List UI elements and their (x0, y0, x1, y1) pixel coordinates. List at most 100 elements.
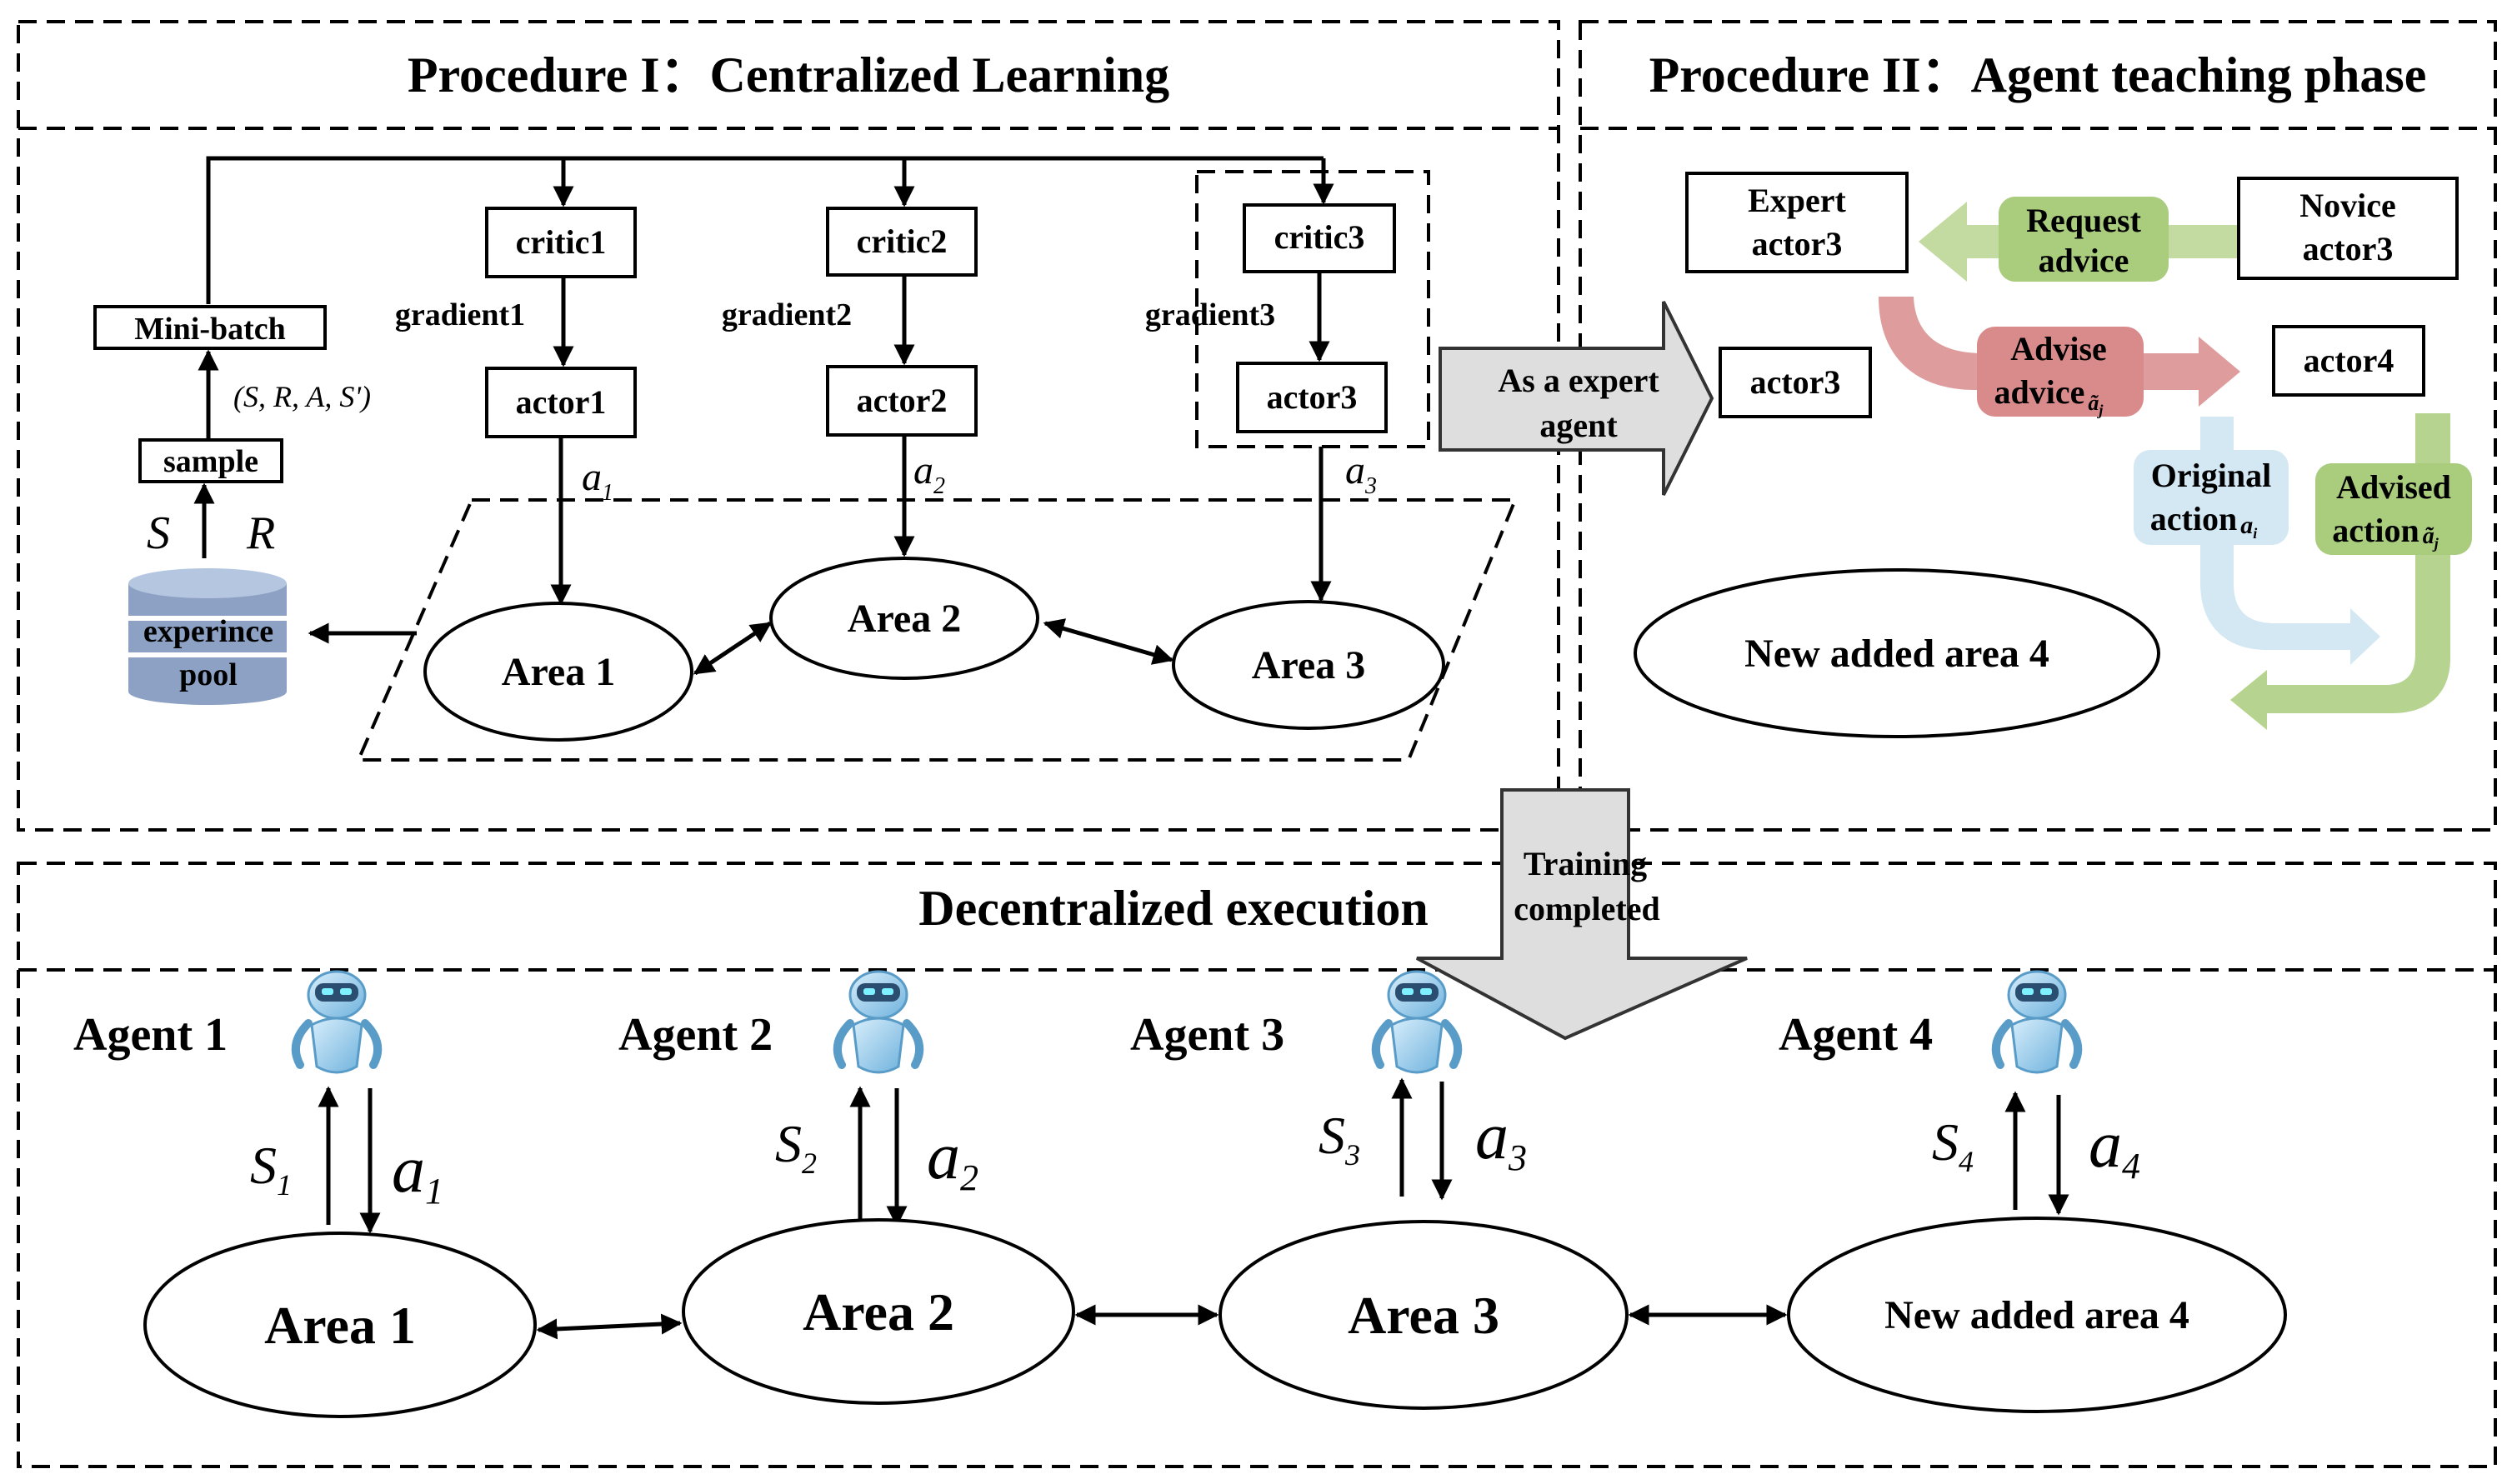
agent4-robot-icon (1996, 972, 2078, 1072)
proc1-area1 (423, 602, 693, 742)
agent2-action-label: a2 (927, 1120, 978, 1198)
tuple-label: (S, R, A, S') (233, 380, 371, 413)
agent1-robot-icon (296, 972, 378, 1072)
agent4-label: Agent 4 (1779, 1009, 1933, 1061)
experience-pool-icon (128, 568, 287, 705)
exec-area2 (682, 1218, 1075, 1405)
feedback-line (206, 156, 1324, 304)
actor2-box (826, 365, 978, 437)
agent2-label: Agent 2 (618, 1009, 773, 1061)
action1-label: a1 (582, 455, 613, 506)
actor4-label: actor4 (2304, 342, 2394, 379)
novice-actor3-box (2237, 177, 2459, 280)
action2-label: a2 (913, 448, 945, 499)
advise-badge (1977, 327, 2144, 417)
proc2-new-area4-label: New added area 4 (1744, 632, 2049, 676)
critic3-label: critic3 (1274, 218, 1365, 256)
exec-area3-label: Area 3 (1348, 1286, 1499, 1345)
gradient1-label: gradient1 (395, 297, 525, 332)
novice-label-line1: Novice (2299, 187, 2396, 224)
procedure-two-panel: Procedure II：Agent teaching phase Reques… (1579, 20, 2497, 832)
sample-label: sample (163, 444, 258, 479)
expert-arrow-line2: agent (1539, 407, 1618, 444)
exec-area1-label: Area 1 (264, 1296, 416, 1355)
agent4-action-label: a4 (2089, 1108, 2140, 1187)
critic2-box (826, 207, 978, 277)
as-expert-agent-arrow: As a expert agent (1439, 301, 1714, 496)
exec-area1-area2-link (536, 1313, 683, 1340)
execution-panel: Decentralized execution Agent 1 Agent 2 … (17, 862, 2497, 1468)
actor2-label: actor2 (857, 382, 948, 419)
pool-label-line2: pool (179, 657, 238, 692)
agent3-robot-icon (1376, 972, 1458, 1072)
pool-label-line1: experince (143, 614, 273, 649)
actor1-label: actor1 (516, 383, 607, 421)
advise-label-line1: Advise (2010, 330, 2107, 367)
request-advice-badge (1999, 197, 2169, 282)
received-actor3-label: actor3 (1750, 363, 1841, 401)
actor4-box (2272, 325, 2425, 397)
actor3-box (1236, 362, 1388, 433)
advise-arrow (1879, 297, 2240, 407)
agent4-state-label: S4 (1932, 1112, 1974, 1178)
request-label-line1: Request (2026, 202, 2141, 239)
agent3-action-label: a3 (1475, 1100, 1527, 1178)
expert-actor3-box (1685, 172, 1909, 273)
expert-arrow-line1: As a expert (1498, 362, 1659, 399)
procedure-one-panel: Procedure I：Centralized Learning critic1… (17, 20, 1560, 832)
advised-label-line1: Advised (2336, 468, 2451, 506)
expert-label-line2: actor3 (1752, 225, 1843, 262)
agent2-state-label: S2 (775, 1114, 817, 1180)
critic1-label: critic1 (516, 223, 607, 261)
exec-area1 (143, 1232, 537, 1418)
area2-area3-link (1043, 618, 1174, 665)
r-label: R (246, 507, 275, 559)
exec-new-area4 (1787, 1217, 2287, 1413)
proc1-area2 (769, 557, 1039, 680)
exec-area3 (1218, 1220, 1629, 1410)
agent1-state-label: S1 (250, 1136, 292, 1202)
area1-area2-link (693, 621, 773, 676)
gradient3-label: gradient3 (1145, 297, 1275, 332)
agent2-robot-icon (838, 972, 919, 1072)
original-action-arrow (2200, 417, 2380, 665)
agent1-action-label: a1 (392, 1133, 443, 1212)
sample-box (138, 438, 283, 483)
critic2-label: critic2 (857, 222, 948, 260)
exec-new-area4-label: New added area 4 (1884, 1293, 2189, 1337)
received-actor3-box (1719, 347, 1872, 418)
proc1-area1-label: Area 1 (502, 650, 615, 694)
procedure-one-title: Procedure I：Centralized Learning (408, 47, 1169, 102)
training-label-line2: completed (1514, 890, 1660, 927)
original-action-badge (2134, 450, 2289, 545)
proc1-area2-label: Area 2 (848, 597, 961, 641)
training-completed-arrow: Training completed (1416, 788, 1748, 1041)
proc2-new-area4 (1634, 568, 2160, 738)
novice-label-line2: actor3 (2303, 230, 2394, 267)
proc1-area3-label: Area 3 (1252, 643, 1365, 687)
request-label-line2: advice (2039, 242, 2129, 279)
expert-label-line1: Expert (1748, 182, 1846, 219)
procedure-two-title: Procedure II：Agent teaching phase (1649, 47, 2427, 102)
s-label: S (147, 507, 170, 559)
critic1-box (485, 207, 637, 278)
training-label-line1: Training (1524, 845, 1647, 882)
actor3-label: actor3 (1267, 378, 1358, 416)
agent3-label: Agent 3 (1130, 1009, 1284, 1061)
proc1-area3 (1172, 600, 1445, 730)
action3-label: a3 (1345, 448, 1377, 499)
advised-action-badge (2315, 463, 2472, 555)
minibatch-box (93, 305, 327, 350)
gradient2-label: gradient2 (722, 297, 852, 332)
execution-border (17, 862, 2497, 1468)
agent3-state-label: S3 (1319, 1106, 1360, 1172)
agent3-group-border (1195, 170, 1430, 448)
environment-boundary (355, 498, 1518, 762)
agent1-label: Agent 1 (73, 1009, 228, 1061)
actor1-box (485, 367, 637, 438)
exec-area2-label: Area 2 (803, 1282, 954, 1342)
